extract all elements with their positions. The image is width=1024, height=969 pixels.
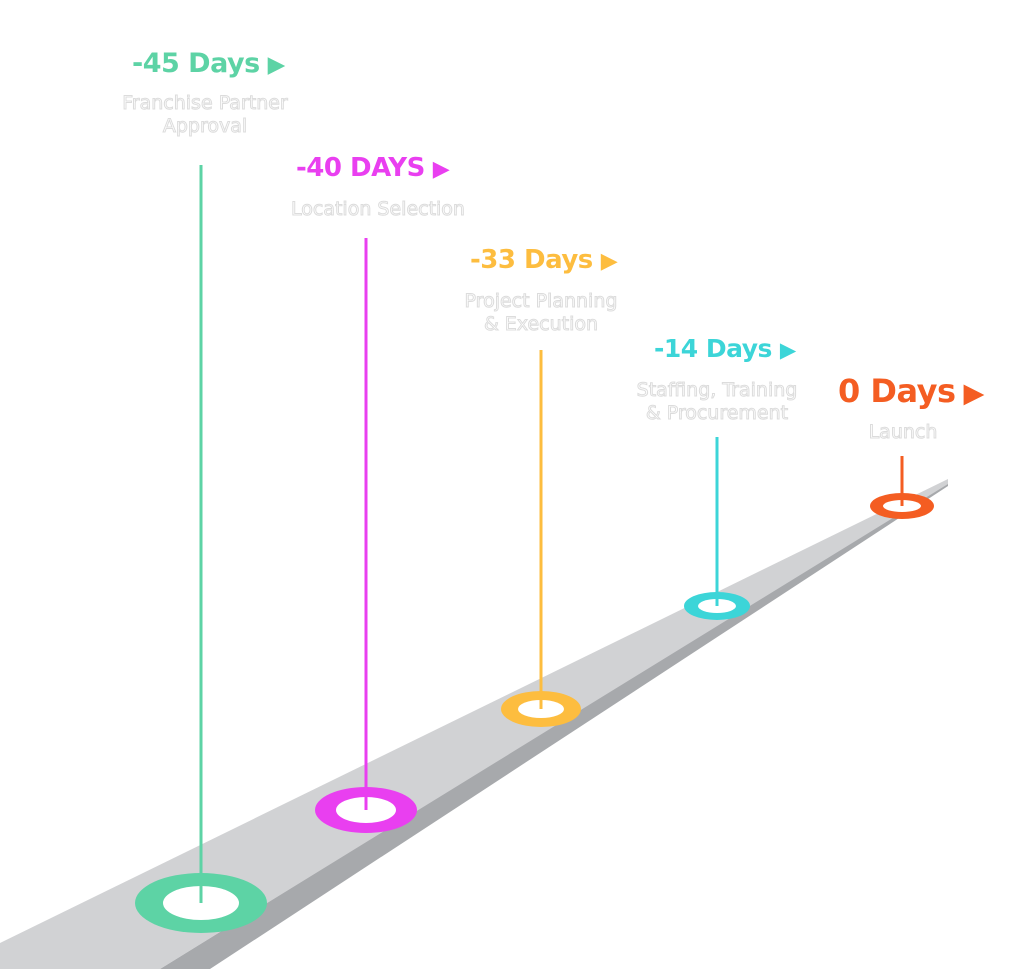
milestone-days-m0: 0 Days▶ (838, 372, 984, 410)
milestone-days-m14: -14 Days ▶ (654, 334, 796, 363)
label-line: Location Selection (291, 198, 466, 221)
milestone-marker-m14 (684, 437, 750, 620)
play-arrow-icon: ▶ (432, 156, 450, 182)
milestone-label-m0: Launch (753, 421, 1024, 444)
milestone-label-m14: Staffing, Training& Procurement (567, 379, 867, 425)
milestone-label-m40: Location Selection (228, 198, 528, 221)
milestone-days-m40: -40 DAYS ▶ (296, 153, 450, 183)
milestone-marker-m33 (501, 350, 581, 727)
label-line: Approval (162, 115, 248, 138)
days-text: -33 Days (470, 245, 593, 275)
label-line: Staffing, Training (636, 379, 798, 402)
label-line: Launch (868, 421, 938, 444)
label-line: Franchise Partner (122, 92, 289, 115)
play-arrow-icon: ▶ (963, 378, 984, 409)
milestone-marker-m40 (315, 238, 417, 833)
play-arrow-icon: ▶ (600, 248, 618, 274)
milestone-marker-m45 (135, 165, 267, 933)
label-line: Project Planning (464, 290, 618, 313)
days-text: -14 Days (654, 334, 772, 363)
milestone-marker-m0 (870, 456, 934, 519)
milestone-days-m33: -33 Days ▶ (470, 245, 618, 275)
milestone-days-m45: -45 Days ▶ (132, 48, 285, 79)
days-text: -40 DAYS (296, 153, 425, 183)
days-text: 0 Days (838, 372, 956, 410)
label-line: & Procurement (645, 402, 789, 425)
milestone-label-m33: Project Planning& Execution (391, 290, 691, 336)
label-line: & Execution (483, 313, 599, 336)
days-text: -45 Days (132, 48, 260, 79)
play-arrow-icon: ▶ (267, 52, 286, 78)
play-arrow-icon: ▶ (779, 338, 796, 363)
